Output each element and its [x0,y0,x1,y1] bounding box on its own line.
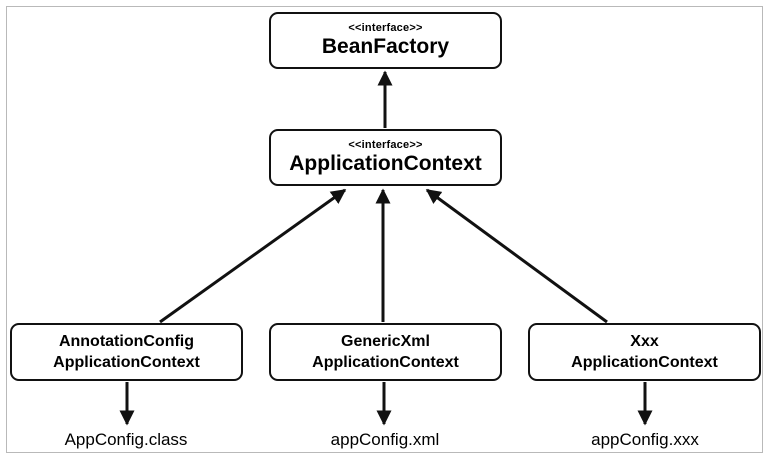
node-xxx-line1: Xxx [630,333,659,350]
node-beanfactory: <<interface>> BeanFactory [269,12,502,69]
node-applicationcontext-title: ApplicationContext [289,152,482,175]
node-xxx-line2: ApplicationContext [571,354,718,371]
node-annotationconfig-line2: ApplicationContext [53,354,200,371]
node-xxx: Xxx ApplicationContext [528,323,761,381]
node-applicationcontext-stereotype: <<interface>> [348,139,423,151]
node-beanfactory-title: BeanFactory [321,35,450,58]
node-annotationconfig-line1: AnnotationConfig [58,333,195,350]
node-genericxml-line2: ApplicationContext [312,354,459,371]
config-appconfig-xml: appConfig.xml [330,430,440,449]
edge-xxx-to-appcontext [425,188,608,324]
config-appconfig-xxx: appConfig.xxx [591,430,699,449]
diagram-frame [6,6,763,453]
node-beanfactory-stereotype: <<interface>> [348,22,423,34]
node-genericxml: GenericXml ApplicationContext [269,323,502,381]
edge-annotation-to-appcontext [159,188,347,324]
config-appconfig-class: AppConfig.class [64,430,188,449]
node-applicationcontext: <<interface>> ApplicationContext [269,129,502,186]
node-annotationconfig: AnnotationConfig ApplicationContext [10,323,243,381]
node-genericxml-line1: GenericXml [341,333,430,350]
